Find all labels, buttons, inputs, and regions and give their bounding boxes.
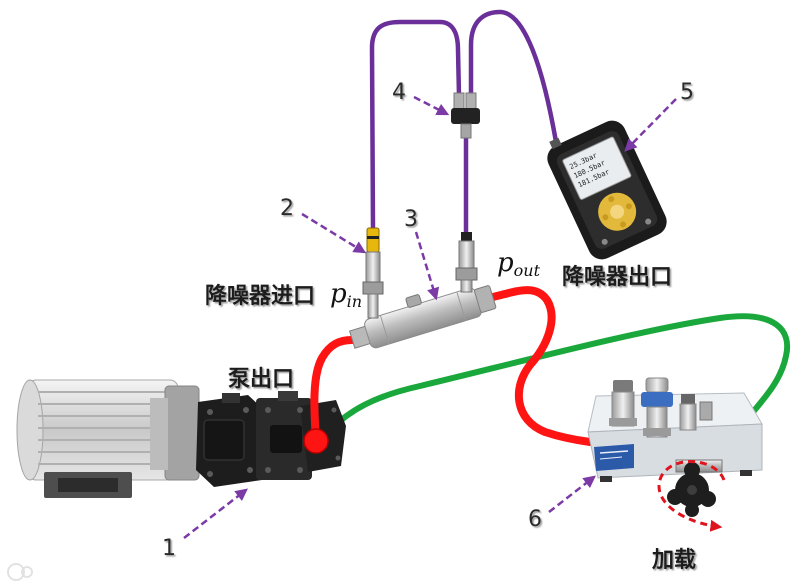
symbol-p-in: pin — [330, 279, 362, 311]
callout-arrow-2 — [301, 212, 367, 254]
callout-3: 3 — [404, 207, 418, 232]
y-splitter-connector — [451, 92, 480, 139]
callout-2: 2 — [280, 196, 294, 221]
callout-4: 4 — [392, 80, 406, 105]
device-screen — [562, 136, 632, 200]
return-hose-green — [327, 313, 791, 433]
signal-cable-to-device — [468, 9, 559, 145]
block-sensor-left — [609, 380, 637, 427]
caption-silencer-outlet: 降噪器出口 — [562, 265, 672, 290]
callout-arrow-1 — [183, 488, 248, 539]
caption-pump-outlet: 泵出口 — [228, 367, 294, 392]
caption-silencer-inlet: 降噪器进口 — [205, 284, 315, 309]
inlet-pressure-sensor — [362, 227, 384, 319]
load-rotation-arrow — [657, 460, 726, 532]
callout-1: 1 — [162, 536, 176, 561]
caption-load: 加载 — [651, 547, 696, 573]
pressure-hose-outlet-red — [489, 286, 594, 446]
callout-arrow-6 — [548, 475, 596, 513]
block-sensor-blue-ring — [641, 377, 673, 438]
watermark-logo — [7, 563, 33, 581]
callout-arrow-4 — [413, 95, 450, 116]
callout-arrow-5 — [624, 98, 677, 152]
load-handwheel — [667, 462, 716, 517]
electric-motor — [16, 379, 200, 498]
handheld-pressure-recorder: 25.3bar 180.5bar 181.5bar — [547, 120, 667, 260]
signal-cable-inlet-sensor — [369, 19, 462, 233]
outlet-pressure-sensor — [455, 232, 478, 293]
load-valve-block — [587, 377, 763, 517]
block-sensor-right — [679, 394, 697, 431]
callout-5: 5 — [680, 80, 694, 105]
pressure-hose-inlet-red — [310, 336, 356, 445]
callout-arrow-3 — [414, 231, 440, 301]
symbol-p-out: pout — [497, 248, 541, 280]
callout-6: 6 — [528, 507, 542, 532]
pump-outlet-port — [303, 428, 329, 454]
noise-silencer — [348, 285, 497, 349]
